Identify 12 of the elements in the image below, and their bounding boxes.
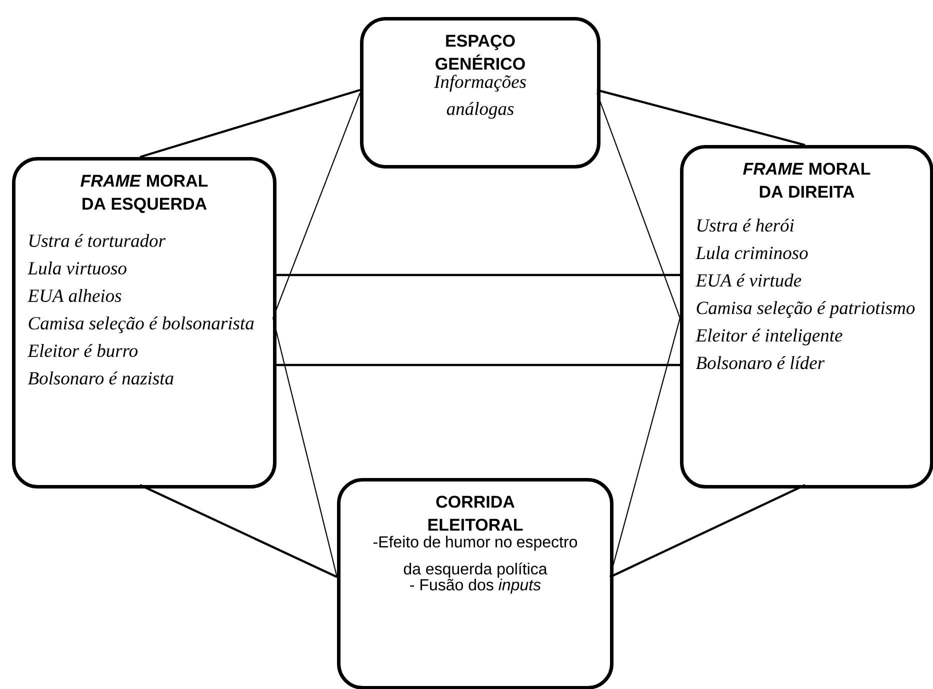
frame-box: FRAME MORAL DA DIREITA Ustra é herói Lula criminoso EUA é virtude Camisa seleção é patriotismo Eleitor é inteligente Bolsonaro é líder [680, 145, 933, 488]
election-box: CORRIDA ELEITORAL -Efeito de humor no espectro da esquerda política - Fusão dos inputs [337, 478, 614, 689]
connector-line [272, 92, 361, 318]
connector-line [610, 484, 806, 578]
frame-box: FRAME MORAL DA ESQUERDA Ustra é torturador Lula virtuoso EUA alheios Camisa seleção é bolsonarista Eleitor é burro Bolsonaro é nazista [12, 157, 276, 488]
connector-line [596, 88, 806, 146]
connector-line [140, 88, 360, 158]
generic-space-box: ESPAÇO GENÉRICO Informações análogas [360, 17, 600, 168]
connector-line [596, 92, 681, 318]
connector-line [140, 484, 338, 578]
connector-line [609, 318, 681, 578]
connector-line [272, 318, 338, 578]
